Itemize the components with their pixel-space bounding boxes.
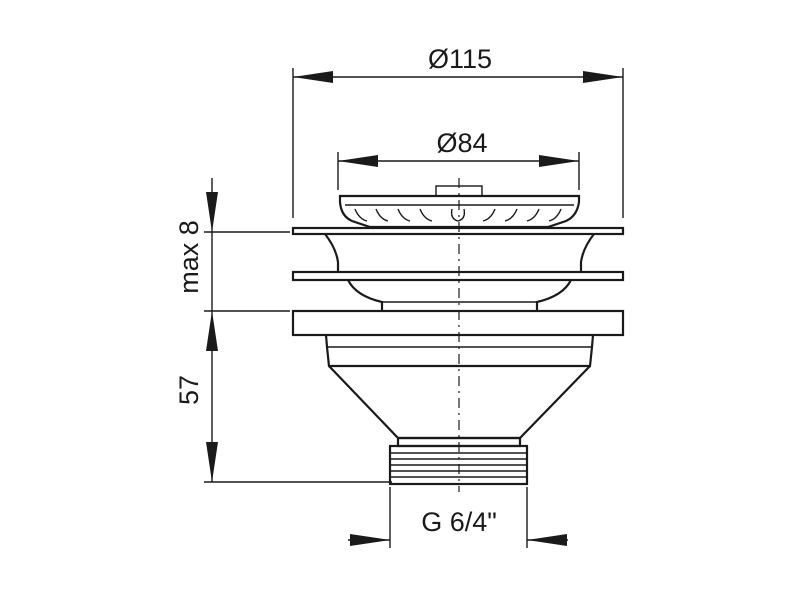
thread-lines: [390, 452, 527, 478]
dimension-height: 57: [174, 351, 392, 483]
overall-diameter-label: Ø115: [428, 44, 492, 74]
sink-flange: [291, 226, 625, 236]
arrowhead-right: [350, 534, 390, 546]
arrowhead-right: [583, 71, 623, 83]
arrowhead-up: [206, 311, 218, 351]
arrowhead-left: [527, 534, 567, 546]
arrowhead-left: [293, 71, 333, 83]
dimension-basket-diameter: Ø84: [337, 128, 580, 190]
arrowhead-down: [206, 442, 218, 482]
dimension-max-clamp: max 8: [174, 178, 290, 351]
clamp-plate: [291, 270, 625, 282]
strainer-bowl: [324, 233, 595, 310]
basket-knob: [435, 185, 483, 197]
height-label: 57: [174, 375, 204, 405]
body-nut: [291, 309, 625, 368]
basket-slots: [354, 208, 562, 222]
basket-diameter-label: Ø84: [436, 128, 487, 158]
dimension-thread: G 6/4": [348, 487, 568, 548]
thread-label: G 6/4": [421, 507, 497, 537]
max-clamp-label: max 8: [174, 220, 204, 294]
threaded-outlet: [388, 436, 529, 486]
dimension-overall-diameter: Ø115: [292, 44, 624, 218]
arrowhead-right: [539, 155, 579, 167]
arrowhead-down: [206, 192, 218, 232]
arrowhead-left: [338, 155, 378, 167]
